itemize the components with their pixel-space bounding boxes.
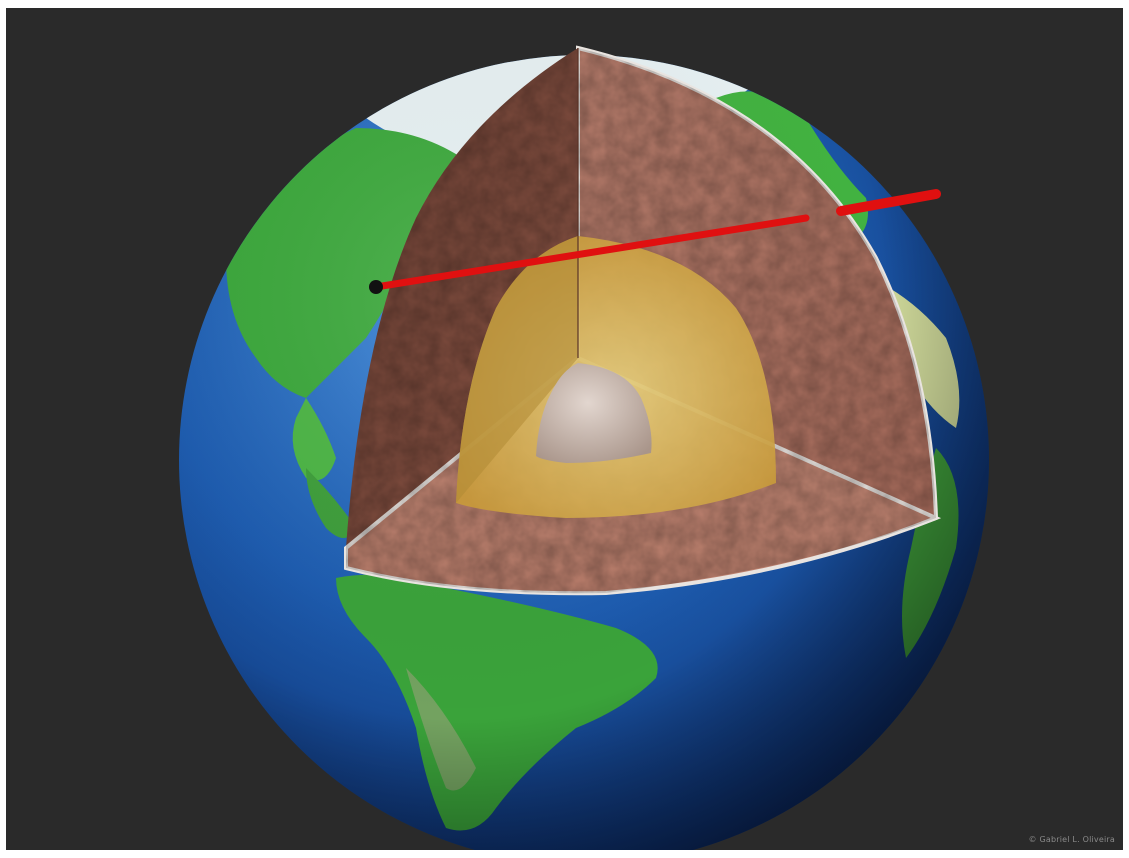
inner-core	[536, 363, 652, 463]
origin-point-marker	[369, 280, 383, 294]
cutaway-section	[344, 45, 942, 596]
image-frame: © Gabriel L. Oliveira	[6, 8, 1123, 850]
earth-cutaway-illustration	[179, 45, 989, 850]
ray-path	[369, 189, 941, 294]
image-credit: © Gabriel L. Oliveira	[1028, 835, 1115, 844]
